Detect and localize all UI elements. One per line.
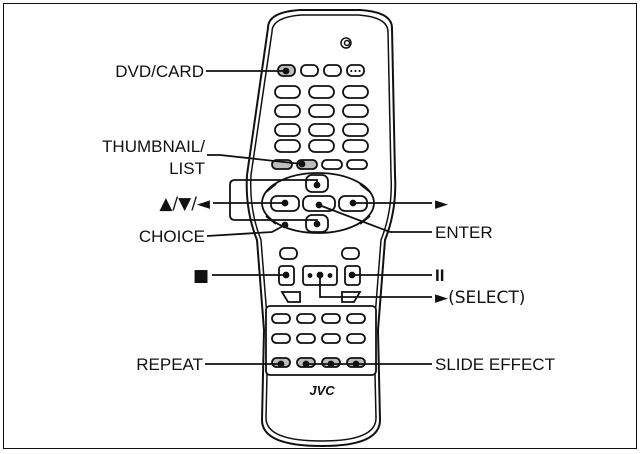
bottom-button[interactable] [296, 333, 316, 344]
button-lower-3[interactable] [280, 291, 301, 303]
number-pad [274, 85, 369, 153]
bottom-button[interactable] [271, 333, 291, 344]
num-button[interactable] [274, 85, 301, 99]
num-button[interactable] [274, 104, 301, 118]
label-select: ►(SELECT) [435, 288, 525, 308]
label-choice: CHOICE [139, 227, 205, 246]
label-slide-effect: SLIDE EFFECT [435, 355, 555, 374]
label-repeat: REPEAT [136, 355, 203, 374]
num-button[interactable] [308, 85, 335, 99]
bottom-button[interactable] [296, 313, 316, 324]
bottom-button[interactable] [346, 313, 366, 324]
button-top-4[interactable] [346, 64, 365, 77]
label-stop: ■ [193, 266, 209, 286]
thumbnail-row [271, 159, 368, 170]
num-button[interactable] [274, 139, 301, 153]
bottom-panel [265, 305, 377, 376]
transport-buttons [278, 247, 362, 303]
button-top-3[interactable] [323, 64, 342, 77]
remote-body [245, 9, 397, 448]
label-enter: ENTER [435, 223, 493, 242]
ir-sensor-icon [340, 37, 352, 49]
row2-button[interactable] [346, 159, 368, 170]
num-button[interactable] [342, 85, 369, 99]
label-right-arrow: ► [435, 194, 449, 214]
card-button[interactable] [300, 64, 319, 77]
label-pause: II [435, 266, 444, 285]
num-button[interactable] [308, 104, 335, 118]
label-list: LIST [169, 159, 205, 178]
num-button[interactable] [342, 139, 369, 153]
bottom-button[interactable] [271, 313, 291, 324]
label-thumbnail: THUMBNAIL/ [102, 137, 205, 156]
brand-logo: JVC [309, 383, 335, 398]
num-button[interactable] [308, 139, 335, 153]
label-arrows: ▲/▼/◄ [159, 194, 211, 214]
num-button[interactable] [274, 123, 301, 137]
top-button-row: ••• [277, 64, 365, 77]
bottom-button[interactable] [346, 333, 366, 344]
button-lower-2[interactable] [341, 247, 360, 260]
label-dvd-card: DVD/CARD [115, 62, 204, 81]
num-button[interactable] [342, 123, 369, 137]
row2-button[interactable] [321, 159, 343, 170]
svg-text:•••: ••• [349, 68, 361, 76]
num-button[interactable] [308, 123, 335, 137]
bottom-button[interactable] [321, 313, 341, 324]
callout-lines [205, 67, 432, 368]
button-lower-1[interactable] [279, 247, 298, 260]
bottom-button[interactable] [321, 333, 341, 344]
num-button[interactable] [342, 104, 369, 118]
